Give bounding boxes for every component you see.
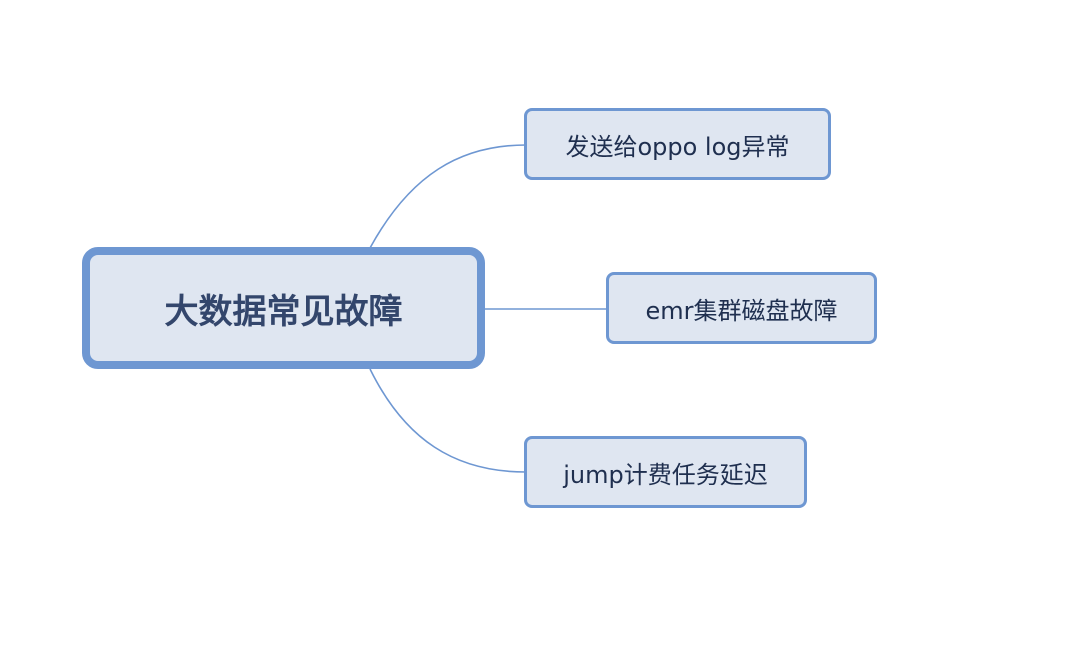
- subtopic-label: 发送给oppo log异常: [565, 132, 790, 161]
- subtopic-node-oppo-log[interactable]: 发送给oppo log异常: [524, 108, 831, 180]
- subtopic-label: emr集群磁盘故障: [645, 296, 838, 325]
- subtopic-node-jump-billing[interactable]: jump计费任务延迟: [524, 436, 807, 508]
- root-topic-node[interactable]: 大数据常见故障: [82, 247, 485, 369]
- subtopic-label: jump计费任务延迟: [563, 460, 768, 489]
- connector-to-child-3: [369, 368, 527, 473]
- subtopic-node-emr-disk[interactable]: emr集群磁盘故障: [606, 272, 877, 344]
- connector-to-child-1: [369, 144, 527, 249]
- root-topic-label: 大数据常见故障: [164, 291, 403, 332]
